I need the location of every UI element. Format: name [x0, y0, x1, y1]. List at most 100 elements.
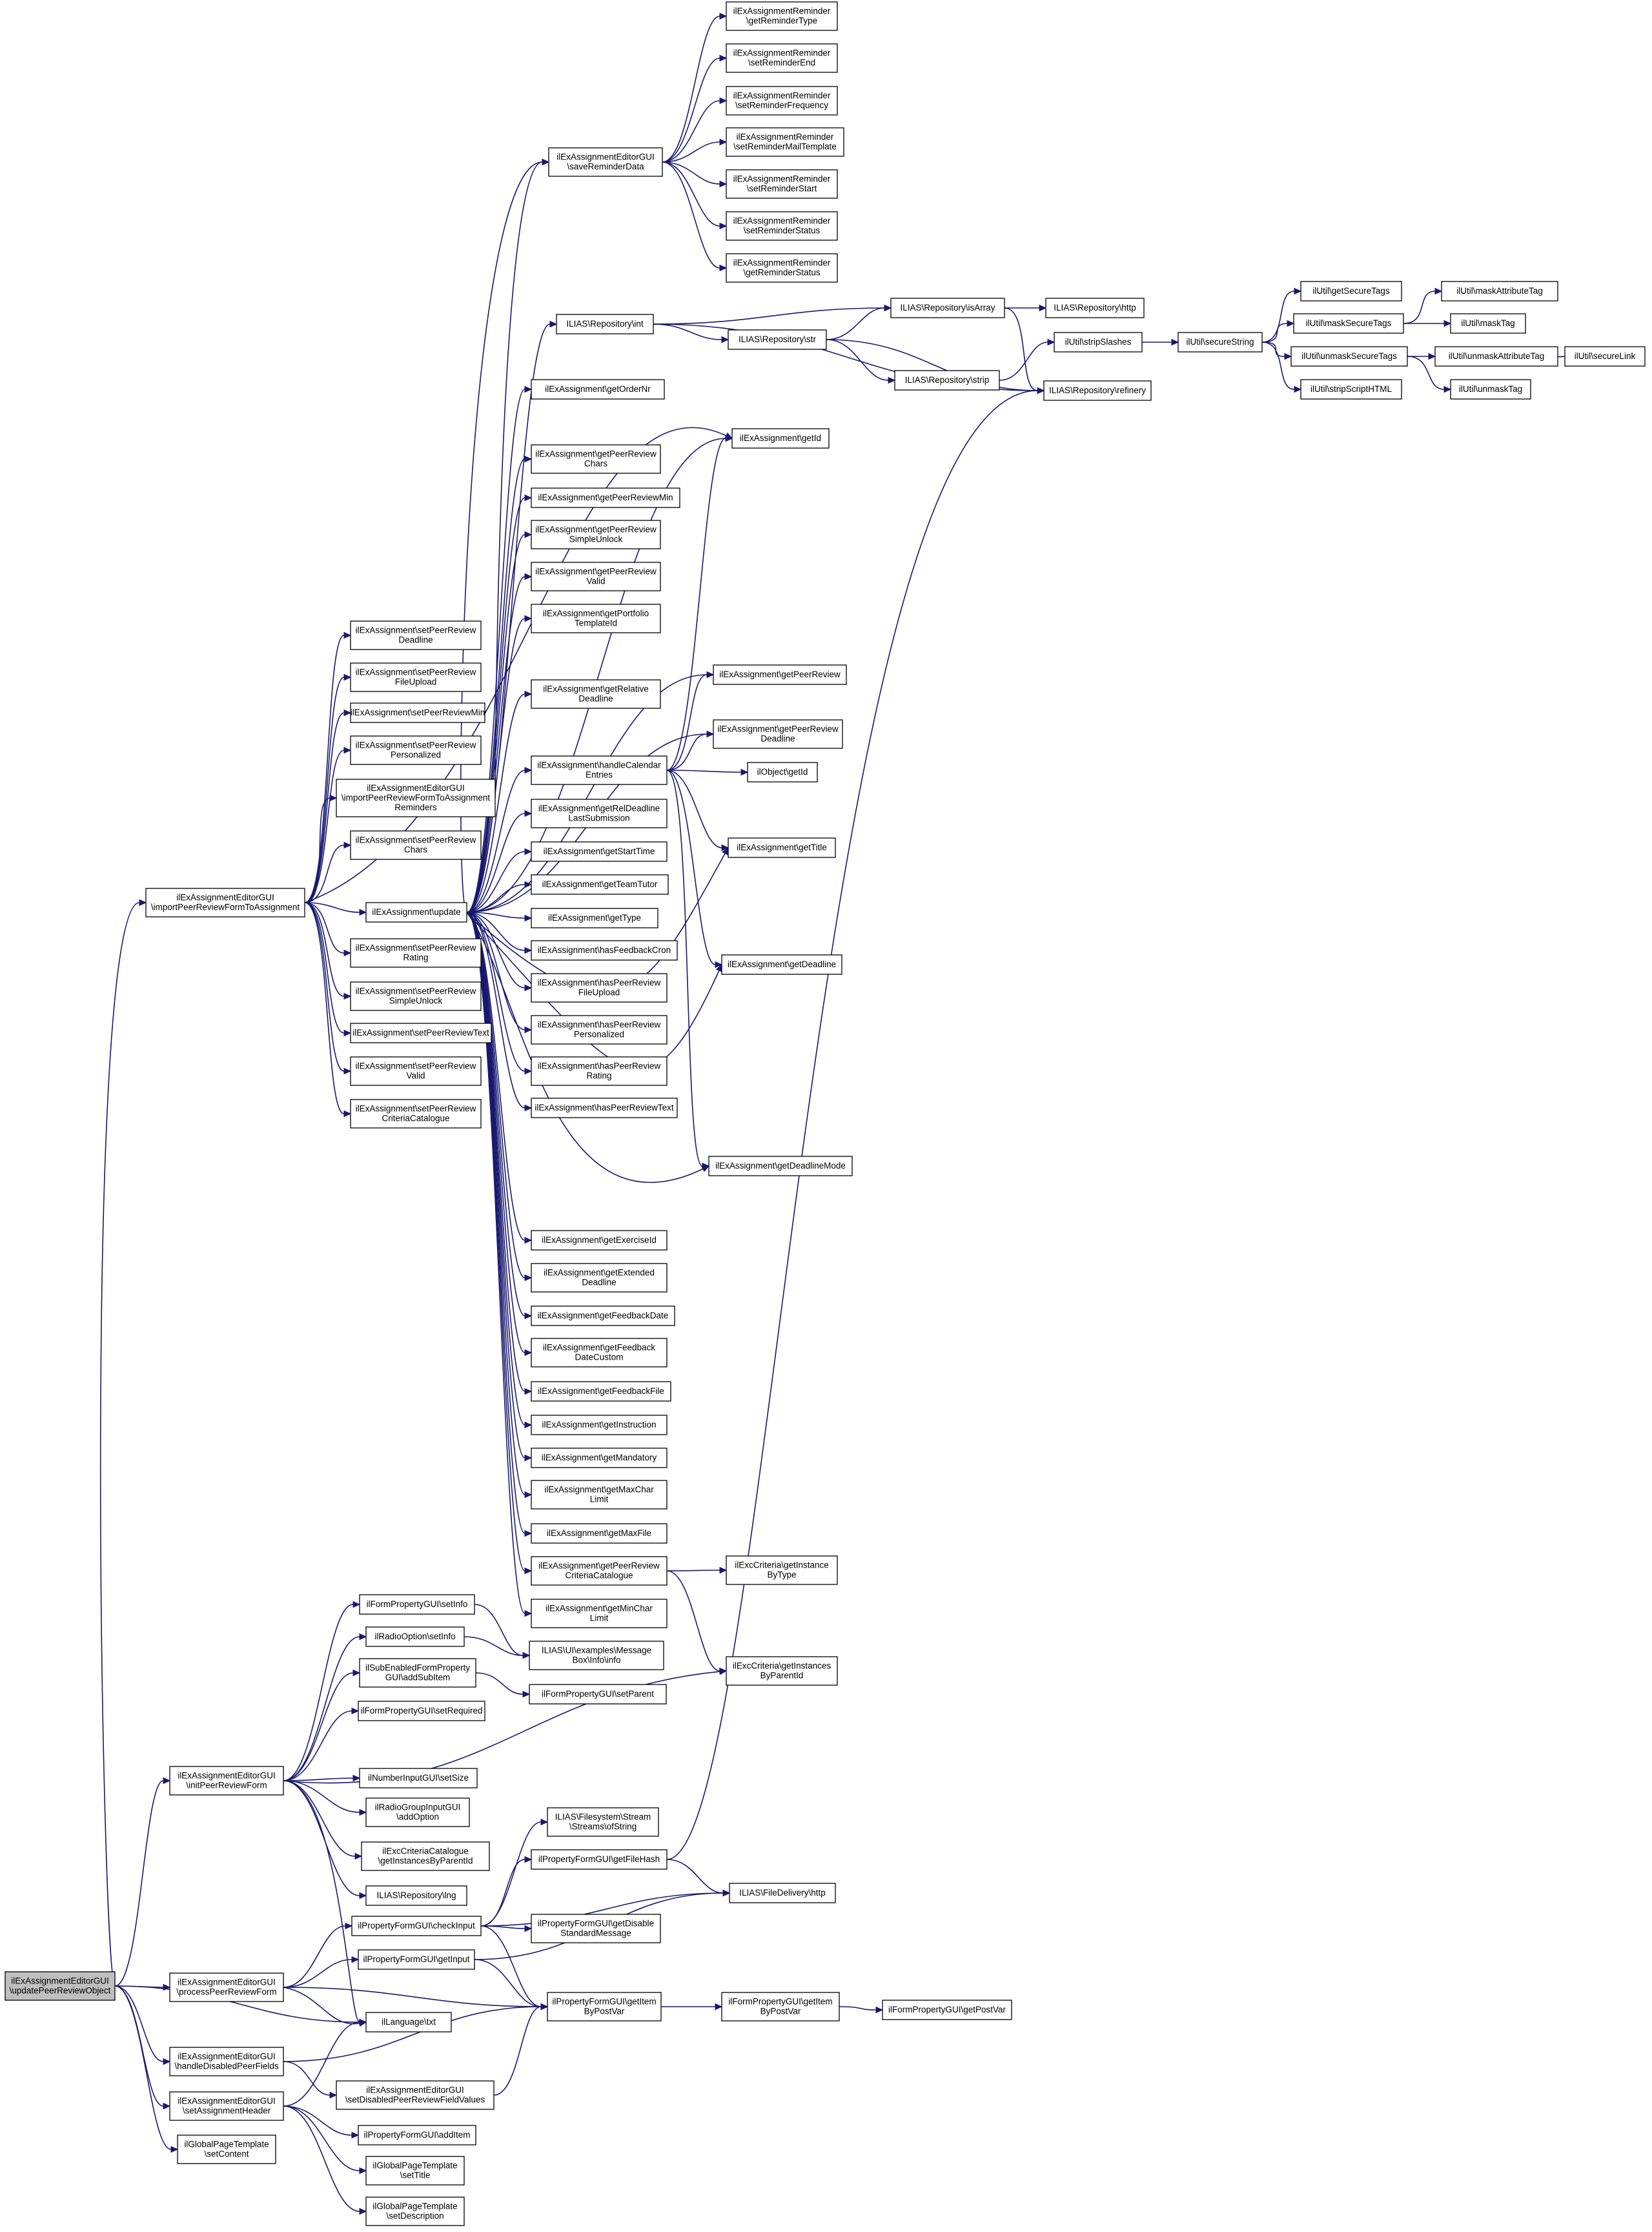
node-form-get-post-var[interactable]: ilFormPropertyGUI\getPostVar [882, 2000, 1012, 2020]
node-rem-set-end[interactable]: ilExAssignmentReminder\setReminderEnd [726, 43, 838, 73]
node-set-p-r-min[interactable]: ilExAssignment\setPeerReviewMin [350, 702, 485, 723]
node-init-p-r[interactable]: ilExAssignmentEditorGUI\initPeerReviewFo… [169, 1766, 284, 1796]
node-import-p-r-reminders[interactable]: ilExAssignmentEditorGUI\importPeerReview… [336, 779, 496, 817]
node-fpg-set-parent[interactable]: ilFormPropertyGUI\setParent [529, 1684, 667, 1705]
node-get-feedback-file[interactable]: ilExAssignment\getFeedbackFile [531, 1381, 671, 1402]
node-util-mask-tag[interactable]: ilUtil\maskTag [1450, 313, 1526, 334]
node-get-rel-d-l-last[interactable]: ilExAssignment\getRelDeadlineLastSubmiss… [531, 799, 668, 828]
node-get-exercise-id[interactable]: ilExAssignment\getExerciseId [531, 1230, 668, 1251]
node-get-max-file[interactable]: ilExAssignment\getMaxFile [531, 1523, 668, 1544]
node-util-strip-slashes[interactable]: ilUtil\stripSlashes [1054, 332, 1143, 353]
node-set-assign-header[interactable]: ilExAssignmentEditorGUI\setAssignmentHea… [169, 2091, 284, 2121]
node-repo-http[interactable]: ILIAS\Repository\http [1045, 298, 1145, 318]
node-radio-add-option[interactable]: ilRadioGroupInputGUI\addOption [365, 1797, 470, 1827]
node-obj-get-id[interactable]: ilObject\getId [747, 762, 818, 783]
node-update[interactable]: ilExAssignment\update [365, 902, 467, 923]
node-util-get-secure-tags[interactable]: ilUtil\getSecureTags [1300, 281, 1402, 302]
node-lngtxt[interactable]: ilLanguage\txt [365, 2012, 452, 2032]
node-save-reminder[interactable]: ilExAssignmentEditorGUI\saveReminderData [548, 147, 663, 177]
node-process-p-r[interactable]: ilExAssignmentEditorGUI\processPeerRevie… [169, 1972, 284, 2002]
node-repo-str[interactable]: ILIAS\Repository\str [728, 329, 827, 350]
node-fpg-set-required[interactable]: ilFormPropertyGUI\setRequired [358, 1701, 485, 1721]
node-fd-http[interactable]: ILIAS\FileDelivery\http [729, 1883, 836, 1903]
node-rem-set-status[interactable]: ilExAssignmentReminder\setReminderStatus [726, 211, 838, 241]
node-set-p-r-criteria[interactable]: ilExAssignment\setPeerReviewCriteriaCata… [350, 1099, 482, 1129]
node-util-mask-attr[interactable]: ilUtil\maskAttributeTag [1441, 281, 1558, 302]
node-crit-get-inst-parent[interactable]: ilExcCriteria\getInstancesByParentId [726, 1656, 838, 1686]
node-util-secure-string[interactable]: ilUtil\secureString [1178, 332, 1263, 353]
node-set-disabled-p-r[interactable]: ilExAssignmentEditorGUI\setDisabledPeerR… [336, 2080, 495, 2110]
node-util-mask-secure-tags[interactable]: ilUtil\maskSecureTags [1293, 313, 1404, 334]
node-set-p-r-text[interactable]: ilExAssignment\setPeerReviewText [350, 1023, 492, 1043]
node-pfg-check-input[interactable]: ilPropertyFormGUI\checkInput [351, 1916, 482, 1936]
node-pfg-get-file-hash[interactable]: ilPropertyFormGUI\getFileHash [531, 1849, 668, 1870]
node-has-feedback-cron[interactable]: ilExAssignment\hasFeedbackCron [531, 940, 678, 961]
node-get-p-r-min[interactable]: ilExAssignment\getPeerReviewMin [531, 487, 680, 508]
node-fs-stream[interactable]: ILIAS\Filesystem\Stream\Streams\ofString [547, 1807, 659, 1837]
node-get-p-r[interactable]: ilExAssignment\getPeerReview [713, 664, 847, 685]
node-util-secure-link[interactable]: ilUtil\secureLink [1564, 346, 1646, 367]
node-repo-strip[interactable]: ILIAS\Repository\strip [894, 370, 1000, 391]
node-pfg-add-item[interactable]: ilPropertyFormGUI\addItem [358, 2125, 476, 2145]
node-rem-get-status[interactable]: ilExAssignmentReminder\getReminderStatus [726, 253, 838, 283]
node-repo-int[interactable]: ILIAS\Repository\int [556, 314, 654, 334]
node-get-order-nr[interactable]: ilExAssignment\getOrderNr [531, 379, 665, 400]
node-repo-lng[interactable]: ILIAS\Repository\lng [365, 1885, 467, 1906]
node-repo-is-array[interactable]: ILIAS\Repository\isArray [890, 298, 1005, 318]
node-get-feedback-date[interactable]: ilExAssignment\getFeedbackDate [531, 1305, 675, 1326]
node-gpt-set-desc[interactable]: ilGlobalPageTemplate\setDescription [365, 2196, 465, 2226]
node-pfg-get-input[interactable]: ilPropertyFormGUI\getInput [358, 1949, 475, 1970]
node-get-mandatory[interactable]: ilExAssignment\getMandatory [531, 1448, 668, 1468]
node-crit-cat-get-inst[interactable]: ilExcCriteriaCatalogue\getInstancesByPar… [361, 1841, 490, 1871]
node-get-p-r-criteria[interactable]: ilExAssignment\getPeerReviewCriteriaCata… [531, 1556, 668, 1586]
node-util-strip-script[interactable]: ilUtil\stripScriptHTML [1300, 379, 1402, 400]
node-rem-set-start[interactable]: ilExAssignmentReminder\setReminderStart [726, 169, 838, 199]
node-gpt-set-title[interactable]: ilGlobalPageTemplate\setTitle [365, 2156, 465, 2186]
node-gpt-set-content[interactable]: ilGlobalPageTemplate\setContent [177, 2135, 276, 2164]
node-util-unmask-attr[interactable]: ilUtil\unmaskAttributeTag [1434, 346, 1558, 367]
node-util-unmask-tag[interactable]: ilUtil\unmaskTag [1450, 379, 1531, 400]
node-import-p-r[interactable]: ilExAssignmentEditorGUI\importPeerReview… [145, 888, 305, 917]
node-rem-set-mail[interactable]: ilExAssignmentReminder\setReminderMailTe… [726, 127, 844, 157]
node-handle-disabled[interactable]: ilExAssignmentEditorGUI\handleDisabledPe… [169, 2047, 284, 2076]
node-pfg-get-disable[interactable]: ilPropertyFormGUI\getDisableStandardMess… [531, 1914, 661, 1943]
node-num-set-size[interactable]: ilNumberInputGUI\setSize [359, 1768, 478, 1788]
node-rem-set-freq[interactable]: ilExAssignmentReminder\setReminderFreque… [726, 86, 838, 116]
node-repo-refinery[interactable]: ILIAS\Repository\refinery [1043, 380, 1152, 401]
node-fpg-set-info[interactable]: ilFormPropertyGUI\setInfo [359, 1594, 475, 1615]
node-get-deadline[interactable]: ilExAssignment\getDeadline [721, 954, 842, 975]
node-get-start-time[interactable]: ilExAssignment\getStartTime [531, 841, 668, 862]
node-util-unmask-secure-tags[interactable]: ilUtil\unmaskSecureTags [1290, 346, 1408, 367]
node-get-deadline-mode[interactable]: ilExAssignment\getDeadlineMode [708, 1156, 853, 1176]
node-get-type[interactable]: ilExAssignment\getType [531, 908, 658, 928]
node-get-id[interactable]: ilExAssignment\getId [731, 428, 830, 449]
node-rem-get-type[interactable]: ilExAssignmentReminder\getReminderType [726, 1, 838, 31]
node-get-team-tutor[interactable]: ilExAssignment\getTeamTutor [531, 874, 669, 895]
